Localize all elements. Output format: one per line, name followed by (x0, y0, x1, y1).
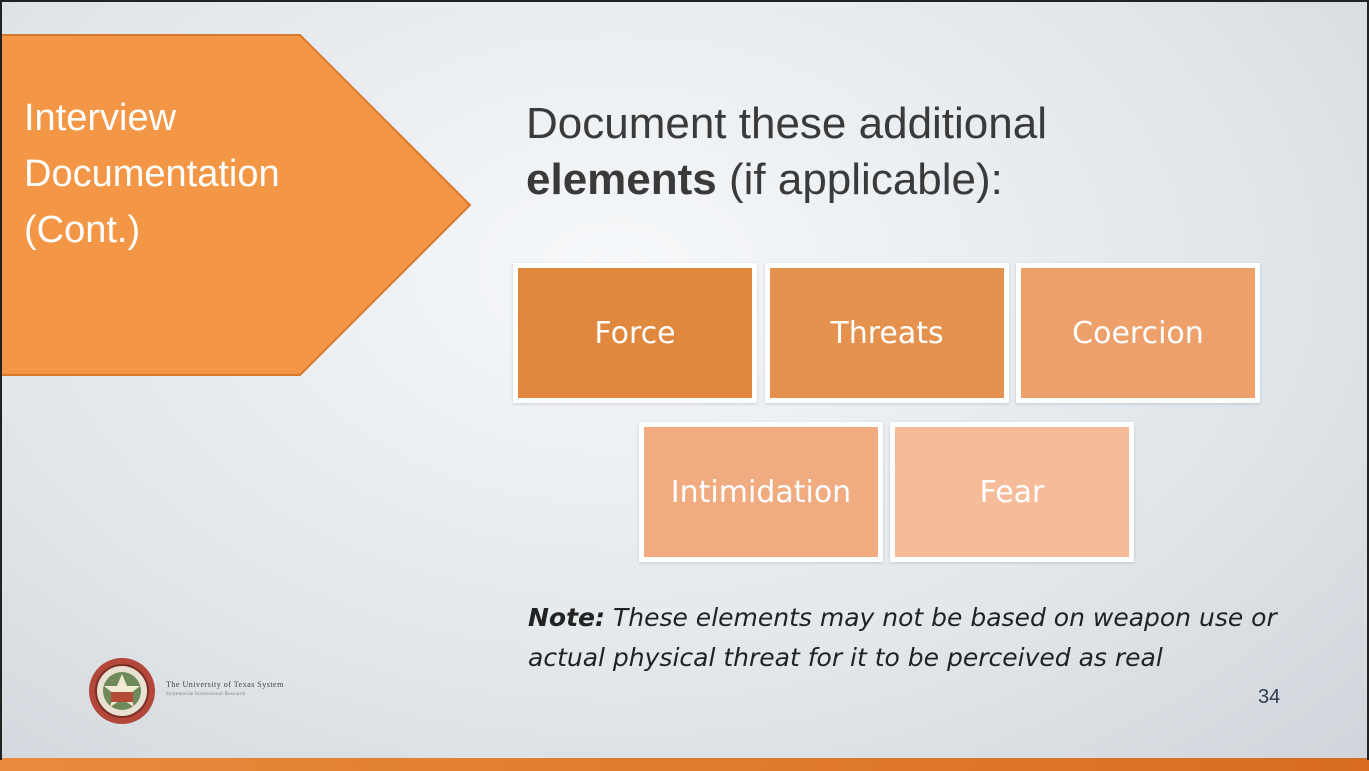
element-label: Intimidation (670, 474, 852, 510)
note-text: Note: These elements may not be based on… (528, 598, 1318, 678)
title-line-1: Interview (24, 97, 177, 139)
note-label: Note: (528, 603, 606, 632)
university-name: The University of Texas System Systemwid… (166, 680, 386, 700)
heading-rest: (if applicable): (716, 155, 1003, 204)
page-number: 34 (1258, 686, 1281, 708)
element-label: Coercion (1072, 315, 1204, 351)
slide-heading: Document these additional elements (if a… (526, 96, 1346, 208)
title-line-3: (Cont.) (24, 209, 141, 251)
university-seal-icon (89, 658, 155, 724)
org-subtitle: Systemwide Institutional Research (166, 692, 246, 697)
element-label: Force (594, 315, 676, 351)
heading-bold-word: elements (526, 155, 717, 204)
element-box-threats: Threats (765, 263, 1009, 403)
element-box-intimidation: Intimidation (639, 422, 883, 562)
element-box-coercion: Coercion (1016, 263, 1260, 403)
org-name: The University of Texas System (166, 680, 284, 689)
heading-line-1: Document these additional (526, 99, 1047, 148)
element-box-fear: Fear (890, 422, 1134, 562)
title-line-2: Documentation (24, 153, 280, 195)
element-label: Fear (979, 474, 1045, 510)
element-box-force: Force (513, 263, 757, 403)
note-body: These elements may not be based on weapo… (528, 603, 1277, 672)
bottom-accent-bar (0, 758, 1369, 771)
slide-title: Interview Documentation (Cont.) (24, 90, 404, 258)
element-label: Threats (830, 315, 944, 351)
